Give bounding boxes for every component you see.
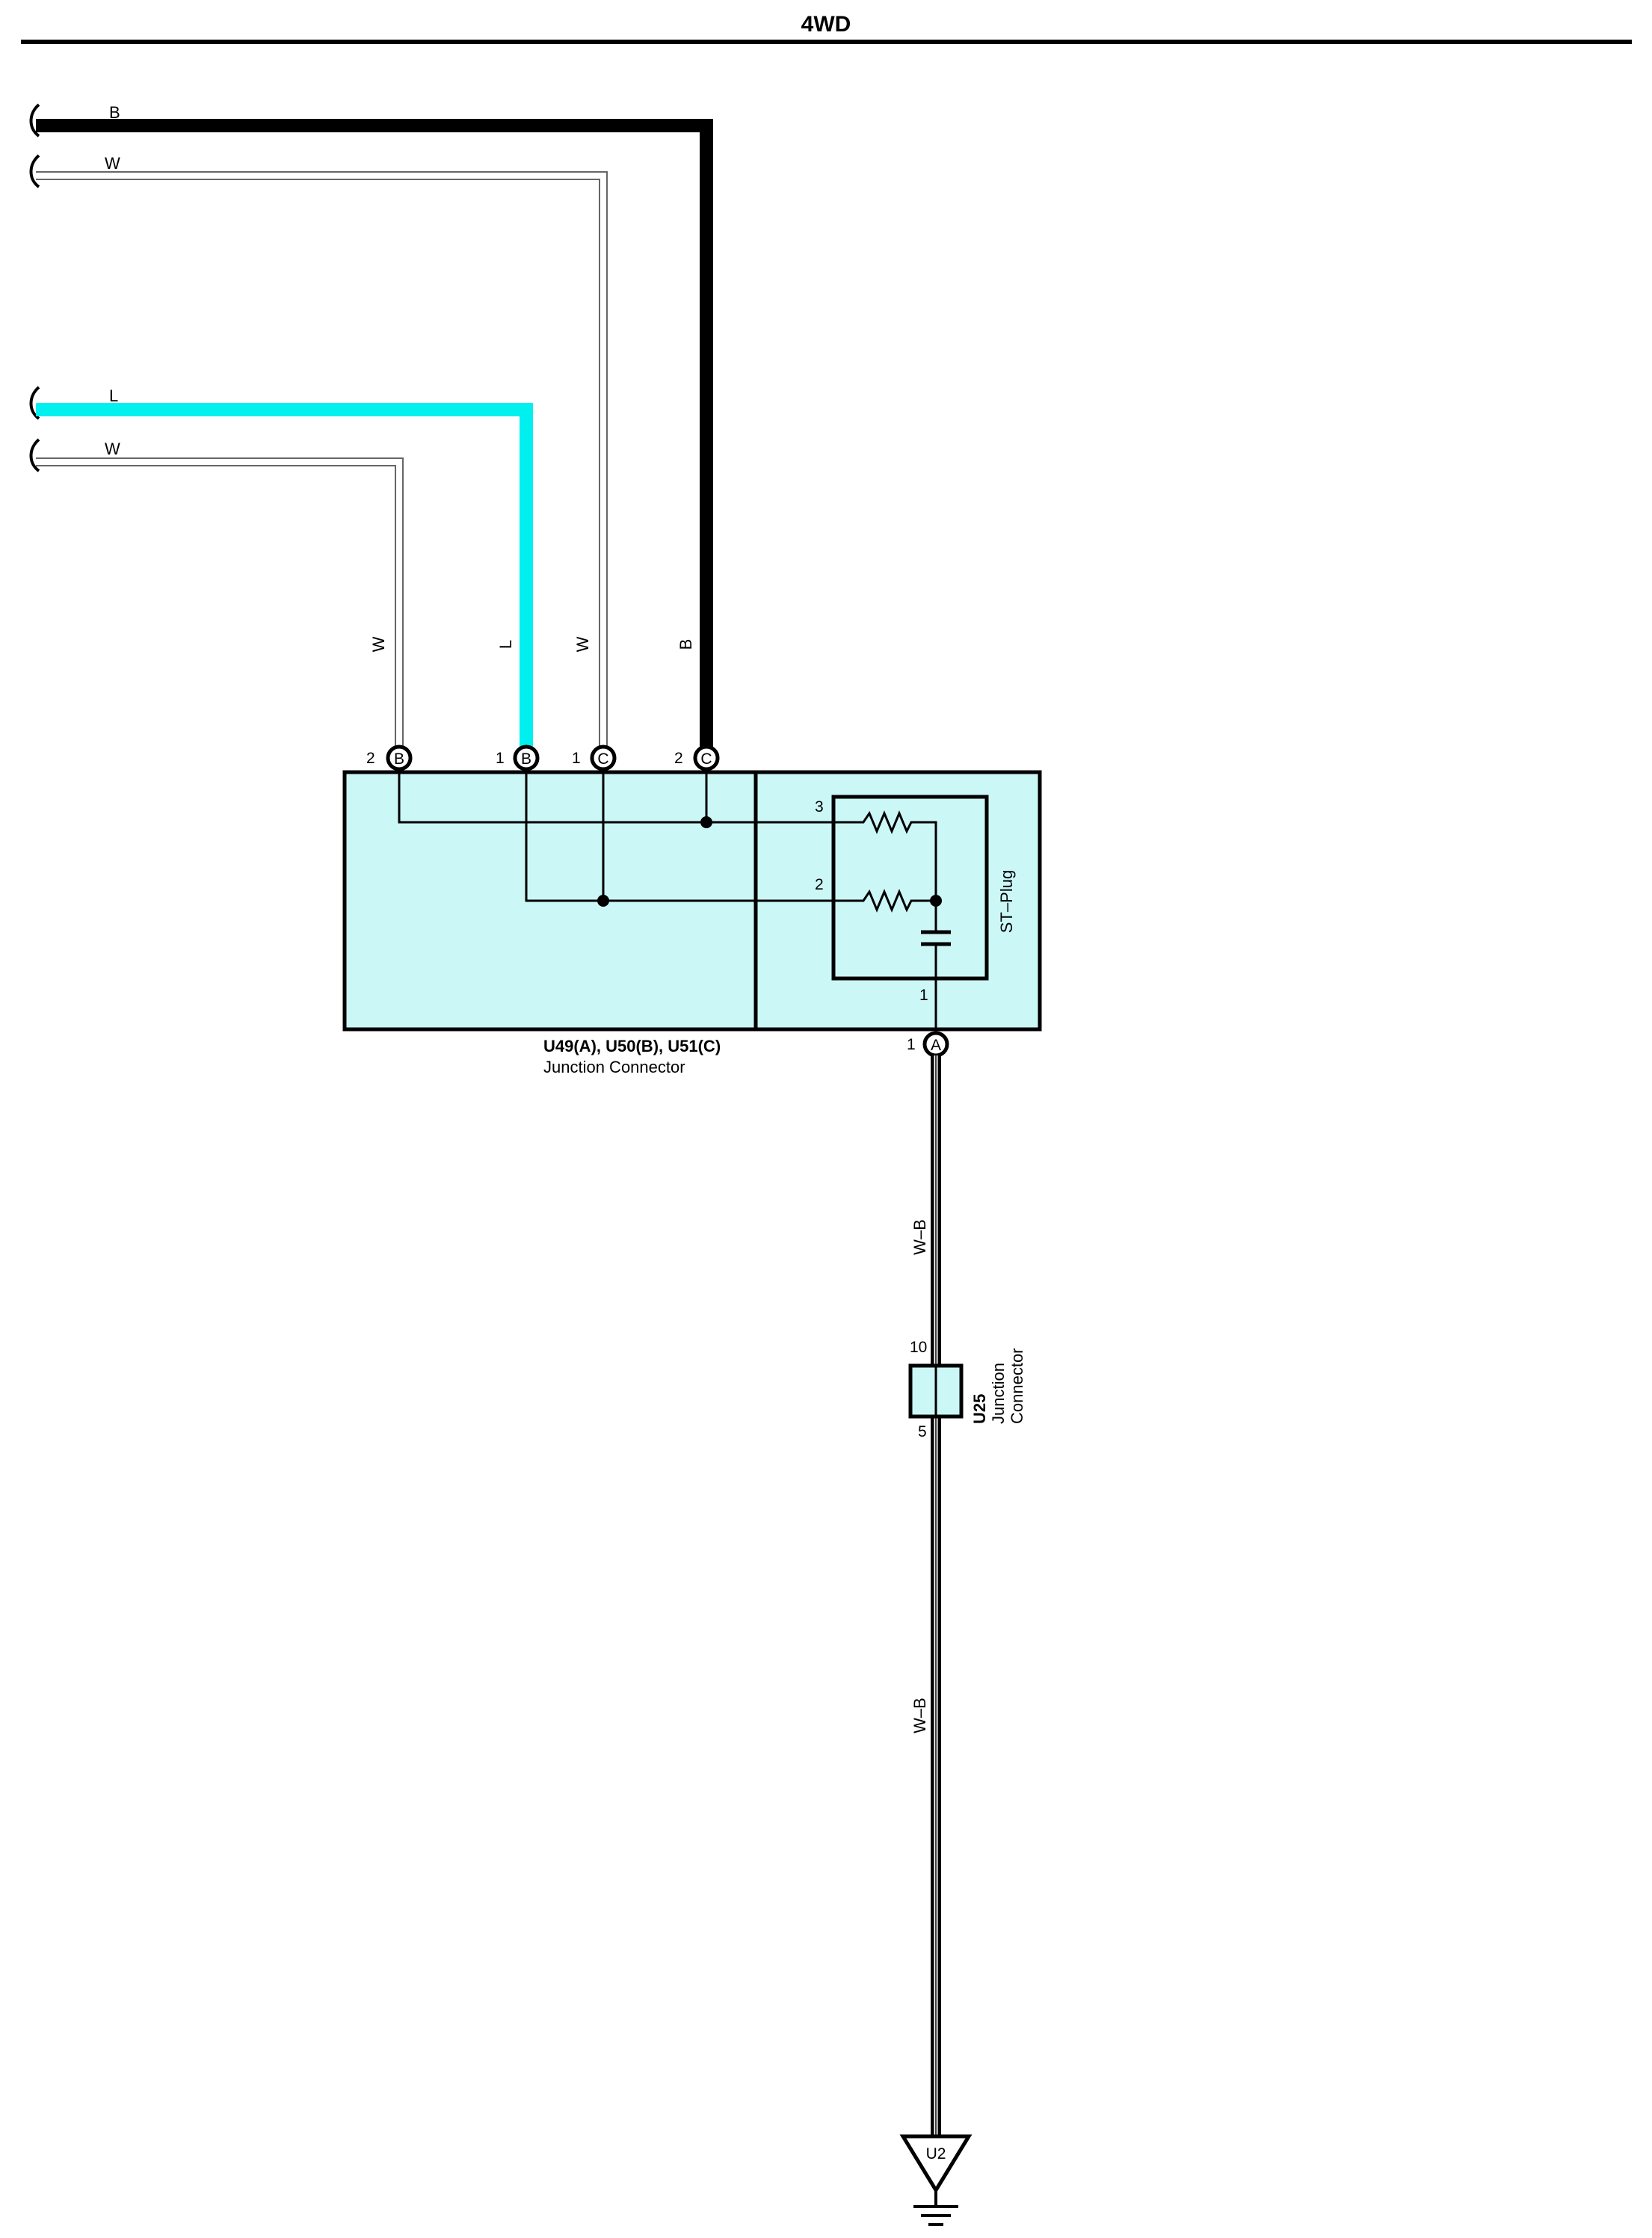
pin-letter: C <box>700 750 712 768</box>
u25-desc-line1: Junction <box>989 1363 1008 1424</box>
wire-b-black <box>36 119 713 756</box>
ground-triangle <box>899 2134 973 2194</box>
u25-pin-10: 10 <box>910 1339 927 1356</box>
st-plug-pin-3: 3 <box>815 798 824 816</box>
junction-connector-desc: Junction Connector <box>543 1058 685 1076</box>
wire-w-mid <box>36 457 404 756</box>
ground-icon <box>913 2190 958 2226</box>
pin-letter: A <box>931 1037 941 1054</box>
u25-name: U25 <box>970 1394 989 1424</box>
wire-l-light-blue <box>36 403 533 756</box>
wire-label-mid-w: W <box>105 440 120 458</box>
pin-number: 2 <box>674 750 683 767</box>
connector-pin-1c: 1 C <box>572 745 617 771</box>
ground-label: U2 <box>926 2145 946 2163</box>
capacitor <box>921 930 951 946</box>
pin-number: 2 <box>366 750 375 767</box>
junction-dots <box>597 816 942 907</box>
wire-label-vert-w1: W <box>369 636 388 652</box>
u25-desc-line2: Connector <box>1008 1348 1026 1424</box>
page-title: 4WD <box>801 12 851 37</box>
st-plug-pin-1: 1 <box>919 987 928 1004</box>
connector-pin-1a: 1 A <box>907 1031 949 1058</box>
resistor-top <box>856 810 916 834</box>
wire-break-marks <box>29 103 40 472</box>
pin-number: 1 <box>572 750 581 767</box>
st-plug-label: ST–Plug <box>997 870 1016 933</box>
wire-label-wb-1: W–B <box>910 1219 929 1255</box>
connector-pin-1b: 1 B <box>496 745 540 771</box>
wire-w-top <box>36 171 608 756</box>
wire-label-top-w: W <box>105 154 120 173</box>
connector-pin-2c: 2 C <box>674 745 720 771</box>
wire-label-wb-2: W–B <box>910 1698 929 1733</box>
junction-connector-name: U49(A), U50(B), U51(C) <box>543 1037 721 1055</box>
pin-letter: B <box>394 750 404 768</box>
wire-label-top-b: B <box>109 103 120 122</box>
pin-letter: B <box>521 750 531 768</box>
pin-number: 1 <box>907 1036 916 1053</box>
resistor-mid <box>856 889 916 913</box>
wire-label-vert-l: L <box>496 640 515 649</box>
u25-pin-5: 5 <box>918 1423 927 1440</box>
wire-label-mid-l: L <box>109 386 118 405</box>
wire-label-vert-b: B <box>676 639 695 650</box>
st-plug-pin-2: 2 <box>815 876 824 893</box>
connector-pin-2b: 2 B <box>366 745 413 771</box>
wire-label-vert-w2: W <box>573 636 592 652</box>
st-plug-inner-box <box>831 795 989 981</box>
pin-number: 1 <box>496 750 505 767</box>
pin-letter: C <box>597 750 608 768</box>
